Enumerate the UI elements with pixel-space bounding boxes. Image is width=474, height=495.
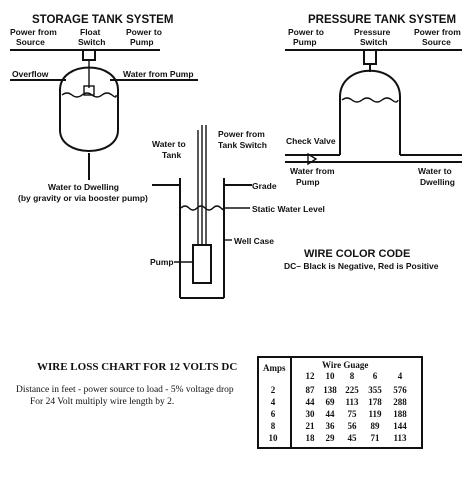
gauge-header-cell: 6 xyxy=(373,371,378,381)
pressure-tank-top xyxy=(339,69,401,98)
storage-power-to-label: Power to xyxy=(126,27,162,37)
static-water-surface xyxy=(180,205,225,211)
pressure-switch-box xyxy=(363,49,377,65)
check-valve-icon xyxy=(307,152,318,166)
gauge-header-cell: 10 xyxy=(326,371,336,381)
pressure-power-to-label: Power to xyxy=(288,27,324,37)
distance-cell: 355 xyxy=(368,385,382,395)
distance-cell: 29 xyxy=(326,433,336,443)
pressure-switch-label: Switch xyxy=(360,37,387,47)
check-valve-label: Check Valve xyxy=(286,136,336,146)
pressure-pump-label: Pump xyxy=(293,37,317,47)
distance-cell: 288 xyxy=(393,397,407,407)
wire-color-note: DC– Black is Negative, Red is Positive xyxy=(284,261,439,271)
well-case-label: Well Case xyxy=(234,236,274,246)
amps-cell: 2 xyxy=(271,385,276,395)
wire-loss-table-border xyxy=(257,356,423,449)
distance-cell: 113 xyxy=(345,397,359,407)
distance-cell: 225 xyxy=(345,385,359,395)
distance-cell: 113 xyxy=(393,433,407,443)
well-tank-switch-label: Tank Switch xyxy=(218,140,267,150)
storage-tank-system: STORAGE TANK SYSTEM Power from Source Fl… xyxy=(10,14,198,203)
distance-cell: 119 xyxy=(368,409,382,419)
amps-cell: 4 xyxy=(271,397,276,407)
storage-tank-bottom xyxy=(59,129,119,152)
storage-float-switch-box xyxy=(82,49,96,61)
distance-cell: 576 xyxy=(393,385,407,395)
pressure-water-from-label: Water from xyxy=(290,166,335,176)
amps-cell: 8 xyxy=(271,421,276,431)
pressure-dwelling-label: Dwelling xyxy=(420,177,455,187)
distance-cell: 188 xyxy=(393,409,407,419)
well-water-to-label: Water to xyxy=(152,139,186,149)
static-water-level-label: Static Water Level xyxy=(252,204,325,214)
storage-power-from-label: Power from xyxy=(10,27,57,37)
gauge-header-row: 12 10 8 6 4 xyxy=(306,371,403,381)
pump-body xyxy=(192,244,212,284)
wire-loss-line2: For 24 Volt multiply wire length by 2. xyxy=(30,397,174,407)
well-tank-label: Tank xyxy=(162,150,181,160)
distance-cell: 178 xyxy=(368,397,382,407)
distance-cell: 87 xyxy=(306,385,316,395)
wire-loss-section: WIRE LOSS CHART FOR 12 VOLTS DC Distance… xyxy=(16,356,423,449)
storage-float xyxy=(83,85,95,96)
distance-cell: 75 xyxy=(348,409,358,419)
distance-cell: 44 xyxy=(326,409,336,419)
pressure-source-label: Source xyxy=(422,37,451,47)
distance-cell: 36 xyxy=(326,421,336,431)
storage-float-label: Float xyxy=(80,27,100,37)
wire-loss-title: WIRE LOSS CHART FOR 12 VOLTS DC xyxy=(37,361,237,373)
gauge-header-cell: 12 xyxy=(306,371,316,381)
pressure-water-surface xyxy=(341,97,399,103)
pressure-power-from-label: Power from xyxy=(414,27,461,37)
distance-cell: 45 xyxy=(348,433,358,443)
amps-cell: 6 xyxy=(271,409,276,419)
distance-cell: 138 xyxy=(323,385,337,395)
wire-color-code: WIRE COLOR CODE DC– Black is Negative, R… xyxy=(284,248,439,271)
pump-label: Pump xyxy=(150,257,174,267)
water-to-dwelling-label: Water to Dwelling xyxy=(48,182,119,192)
pressure-title: PRESSURE TANK SYSTEM xyxy=(308,14,456,26)
distance-cell: 30 xyxy=(306,409,316,419)
distance-cell: 18 xyxy=(306,433,316,443)
wire-gauge-header: Wire Guage xyxy=(322,360,368,370)
pressure-pressure-label: Pressure xyxy=(354,27,391,37)
overflow-label: Overflow xyxy=(12,69,49,79)
pressure-from-pump-label: Pump xyxy=(296,177,320,187)
well-diagram: Water to Tank Power from Tank Switch Gra… xyxy=(150,125,325,299)
distance-cell: 44 xyxy=(306,397,316,407)
amps-header: Amps xyxy=(263,363,286,373)
storage-water-from-pump-label: Water from Pump xyxy=(123,69,194,79)
grade-label: Grade xyxy=(252,181,277,191)
storage-pump-label: Pump xyxy=(130,37,154,47)
distance-cell: 144 xyxy=(393,421,407,431)
storage-switch-label: Switch xyxy=(78,37,105,47)
storage-source-label: Source xyxy=(16,37,45,47)
storage-tank-top xyxy=(59,66,119,91)
storage-title: STORAGE TANK SYSTEM xyxy=(32,14,173,26)
distance-cell: 21 xyxy=(306,421,316,431)
gauge-header-cell: 8 xyxy=(350,371,355,381)
distance-cell: 89 xyxy=(371,421,381,431)
pressure-water-to-label: Water to xyxy=(418,166,452,176)
gravity-note: (by gravity or via booster pump) xyxy=(18,193,148,203)
wire-loss-line1: Distance in feet - power source to load … xyxy=(16,384,234,395)
well-power-from-label: Power from xyxy=(218,129,265,139)
distance-cell: 56 xyxy=(348,421,358,431)
gauge-header-cell: 4 xyxy=(398,371,403,381)
wire-color-title: WIRE COLOR CODE xyxy=(304,248,410,260)
pressure-tank-system: PRESSURE TANK SYSTEM Power to Pump Press… xyxy=(285,14,462,187)
amps-cell: 10 xyxy=(269,433,279,443)
distance-cell: 69 xyxy=(326,397,336,407)
distance-cell: 71 xyxy=(371,433,381,443)
